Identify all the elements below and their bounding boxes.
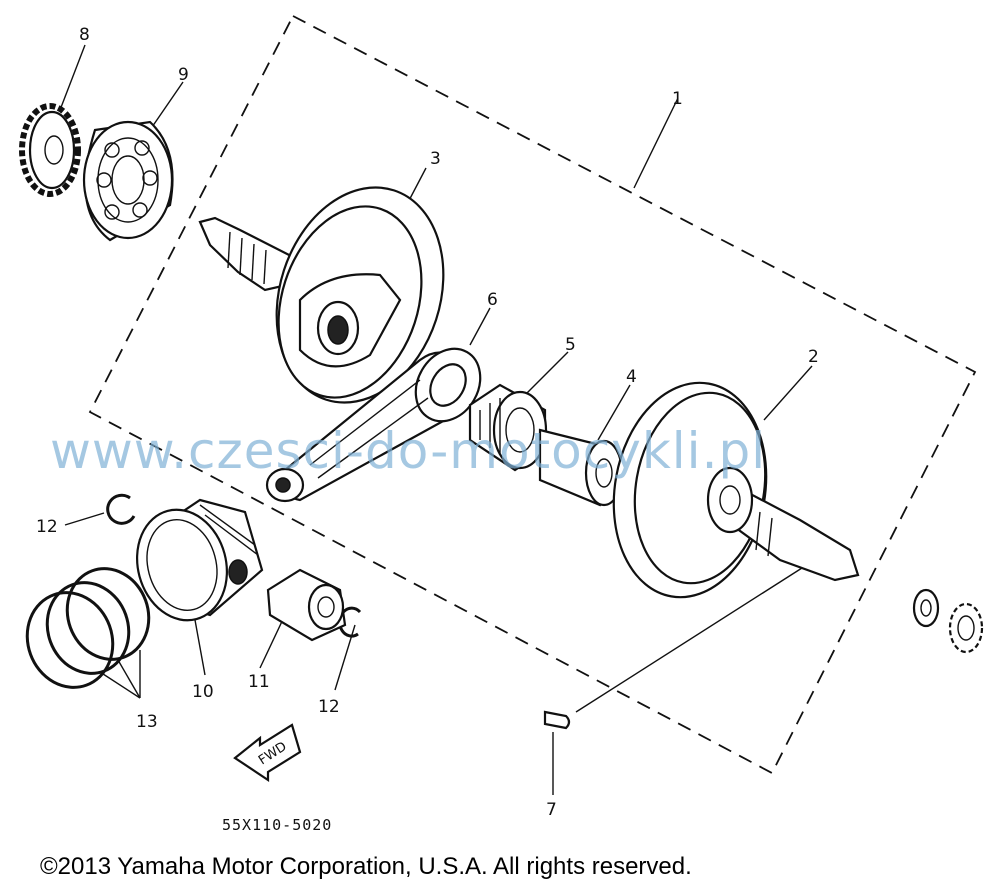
connecting-rod [265, 347, 482, 503]
piston [135, 498, 264, 622]
crankshaft-assembly-outline [88, 14, 977, 775]
callout-2: 2 [808, 347, 819, 367]
ball-bearing [82, 120, 174, 242]
callout-4: 4 [626, 367, 637, 387]
crank-nut [948, 602, 984, 654]
washer [912, 588, 940, 628]
piston-pin [266, 568, 347, 642]
watermark: www.czesci-do-motocykli.pl [50, 422, 766, 480]
callout-7: 7 [546, 800, 557, 820]
callout-6: 6 [487, 290, 498, 310]
left-crank-wheel [198, 186, 445, 404]
callout-5: 5 [565, 335, 576, 355]
callout-10: 10 [192, 682, 214, 702]
piston-rings [25, 567, 151, 689]
callout-3: 3 [430, 149, 441, 169]
leader-lines [59, 44, 813, 795]
callout-13: 13 [136, 712, 158, 732]
right-crank-wheel [612, 381, 860, 599]
callout-11: 11 [248, 672, 270, 692]
needle-bearing [468, 383, 548, 472]
callout-12-upper: 12 [36, 517, 58, 537]
callout-9: 9 [178, 65, 189, 85]
woodruff-key [543, 710, 571, 730]
part-code: 55X110-5020 [222, 816, 332, 834]
copyright-notice: ©2013 Yamaha Motor Corporation, U.S.A. A… [40, 853, 692, 880]
callout-1: 1 [672, 89, 683, 109]
fwd-arrow: FWD [233, 723, 302, 783]
sprocket-gear [19, 103, 81, 197]
crank-pin [538, 428, 624, 507]
callout-8: 8 [79, 25, 90, 45]
piston-pin-clip-upper [106, 493, 136, 525]
callout-12-lower: 12 [318, 697, 340, 717]
